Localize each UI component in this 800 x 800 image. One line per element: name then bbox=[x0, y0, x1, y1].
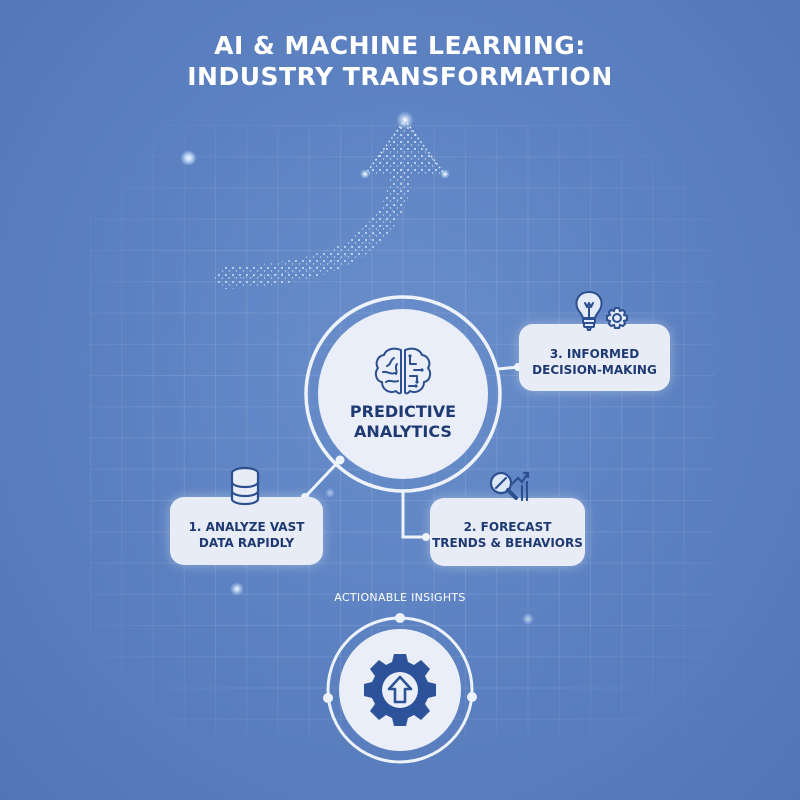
lightbulb-gear-icon bbox=[575, 291, 628, 331]
magnifier-chart-icon bbox=[489, 471, 530, 502]
step-3-line-2: DECISION-MAKING bbox=[532, 362, 657, 377]
center-node-line-1: PREDICTIVE bbox=[349, 402, 457, 421]
step-card-informed-decisions: 3. INFORMED DECISION-MAKING bbox=[519, 324, 670, 391]
center-node-label: PREDICTIVE ANALYTICS bbox=[350, 402, 456, 442]
step-1-line-1: 1. ANALYZE VAST bbox=[188, 520, 305, 534]
brain-circuit-icon bbox=[374, 347, 432, 395]
title-line-1: AI & MACHINE LEARNING: bbox=[214, 31, 586, 60]
glow-dot bbox=[522, 613, 534, 625]
step-2-line-1: 2. FORECAST bbox=[463, 520, 552, 534]
glow-dot bbox=[230, 582, 244, 596]
step-3-line-1: 3. INFORMED bbox=[549, 346, 640, 361]
page-title: AI & MACHINE LEARNING: INDUSTRY TRANSFOR… bbox=[0, 30, 800, 92]
step-card-forecast-trends: 2. FORECAST TRENDS & BEHAVIORS bbox=[430, 498, 585, 566]
glow-dot bbox=[325, 488, 335, 498]
center-node-line-2: ANALYTICS bbox=[354, 422, 452, 441]
step-1-line-2: DATA RAPIDLY bbox=[198, 536, 295, 550]
database-icon bbox=[230, 466, 260, 506]
gear-up-arrow-icon bbox=[364, 654, 436, 726]
step-card-analyze-data: 1. ANALYZE VAST DATA RAPIDLY bbox=[170, 497, 323, 565]
step-2-line-2: TRENDS & BEHAVIORS bbox=[432, 536, 583, 550]
glow-dot bbox=[183, 151, 197, 165]
predictive-analytics-node: PREDICTIVE ANALYTICS bbox=[318, 309, 488, 479]
actionable-insights-label: ACTIONABLE INSIGHTS bbox=[334, 591, 466, 604]
title-line-2: INDUSTRY TRANSFORMATION bbox=[187, 62, 613, 91]
